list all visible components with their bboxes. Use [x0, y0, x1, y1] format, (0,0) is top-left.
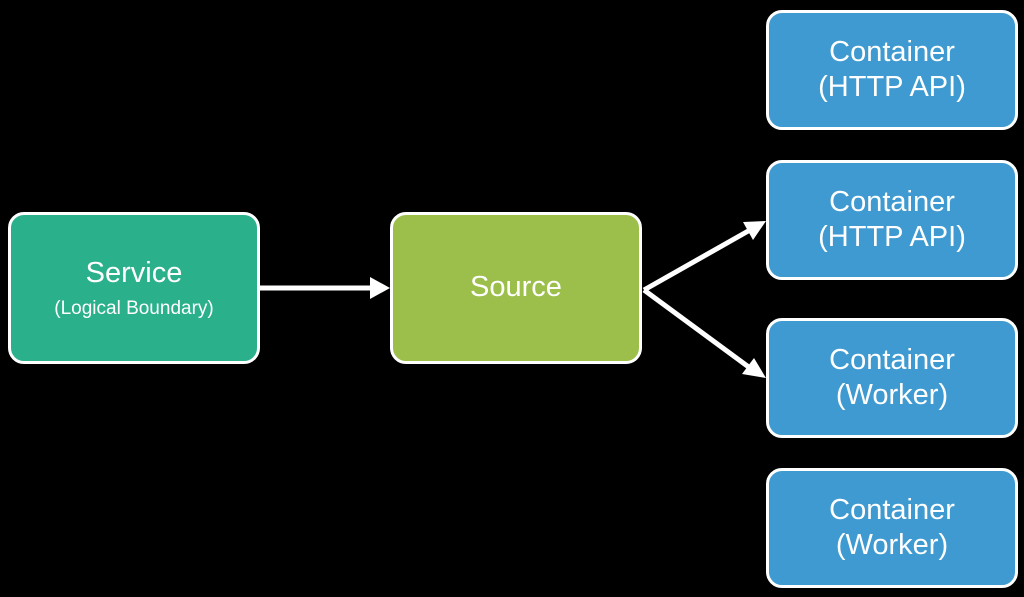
container-4-line2: (Worker) — [835, 529, 949, 561]
source-title: Source — [470, 271, 562, 304]
container-node-4: Container (Worker) — [766, 468, 1018, 588]
container-2-line2: (HTTP API) — [818, 221, 966, 253]
arrowhead-container-2 — [743, 221, 766, 240]
arrow-source-to-container-3 — [642, 287, 752, 371]
container-1-line1: Container — [829, 35, 955, 68]
container-2-line1: Container — [829, 185, 955, 218]
container-1-line2: (HTTP API) — [818, 71, 966, 103]
service-title: Service — [85, 257, 183, 290]
service-node: Service (Logical Boundary) — [8, 212, 260, 364]
container-4-line1: Container — [829, 493, 955, 526]
arrowhead-container-3 — [742, 358, 766, 378]
arrowhead-source — [370, 277, 390, 299]
container-node-1: Container (HTTP API) — [766, 10, 1018, 130]
container-node-3: Container (Worker) — [766, 318, 1018, 438]
container-3-line1: Container — [829, 343, 955, 376]
container-3-line2: (Worker) — [835, 379, 949, 411]
service-subtitle: (Logical Boundary) — [54, 297, 214, 319]
container-node-2: Container (HTTP API) — [766, 160, 1018, 280]
arrow-source-to-container-2 — [642, 227, 752, 293]
source-node: Source — [390, 212, 642, 364]
